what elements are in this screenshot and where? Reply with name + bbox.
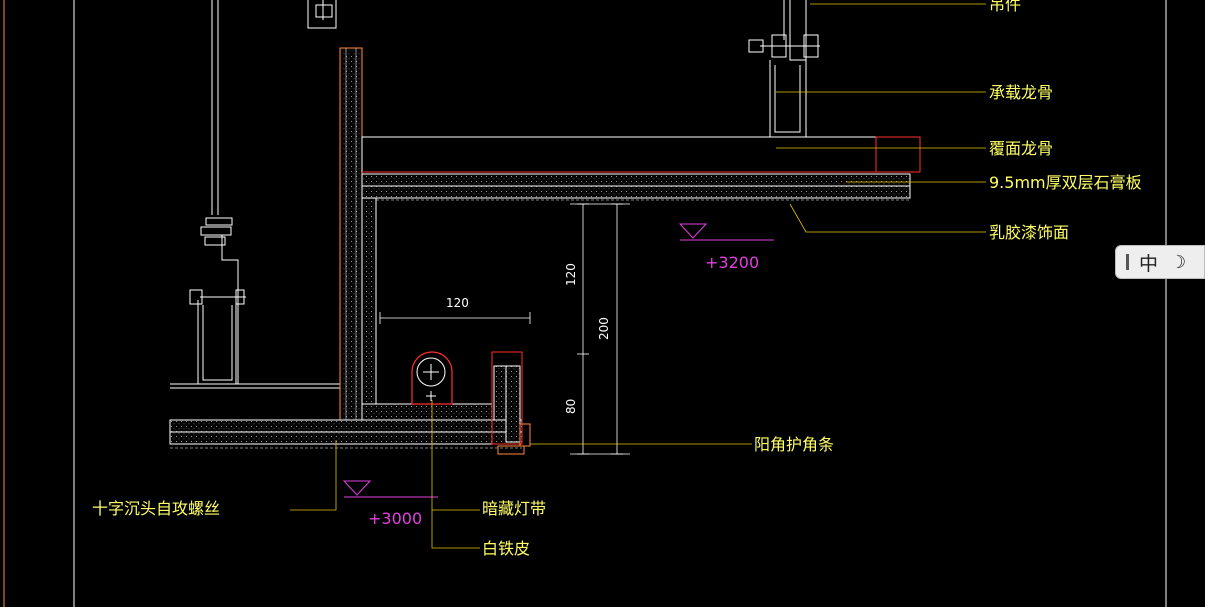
label-screw: 十字沉头自攻螺丝 [92, 499, 220, 518]
ime-toolbar[interactable]: 中 ☽ [1115, 245, 1205, 279]
label-hanger: 吊件 [989, 0, 1021, 14]
dim-horizontal-120: 120 [446, 296, 469, 310]
right-hanger-assembly [748, 0, 820, 138]
ime-mode-toggle[interactable]: 中 [1139, 252, 1159, 275]
vertical-drop-panel [339, 47, 377, 426]
led-fixture [411, 351, 453, 405]
upper-ceiling-layers [361, 136, 921, 420]
left-hanger-assembly [170, 0, 340, 389]
leader-lines [290, 3, 986, 549]
moon-icon[interactable]: ☽ [1170, 251, 1187, 273]
label-gypsum-board: 9.5mm厚双层石膏板 [989, 173, 1142, 192]
drawing-frame [3, 0, 1167, 607]
ime-drag-handle[interactable] [1126, 254, 1129, 270]
label-led-strip: 暗藏灯带 [482, 499, 546, 518]
top-hanger-left [307, 0, 337, 29]
label-main-keel: 承载龙骨 [989, 83, 1053, 102]
elevation-marker-upper [678, 223, 774, 241]
dimension-lines [379, 203, 630, 455]
label-latex-finish: 乳胶漆饰面 [989, 223, 1069, 242]
label-tin-sheet: 白铁皮 [482, 539, 530, 558]
dim-vertical-120: 120 [564, 263, 578, 286]
elevation-lower: +3000 [368, 509, 422, 528]
elevation-upper: +3200 [705, 253, 759, 272]
dim-vertical-80: 80 [564, 399, 578, 414]
dim-vertical-200: 200 [597, 317, 611, 340]
label-cover-keel: 覆面龙骨 [989, 139, 1053, 158]
label-corner-guard: 阳角护角条 [754, 435, 834, 454]
elevation-marker-lower [342, 480, 438, 498]
lower-ceiling-layers [169, 351, 531, 455]
